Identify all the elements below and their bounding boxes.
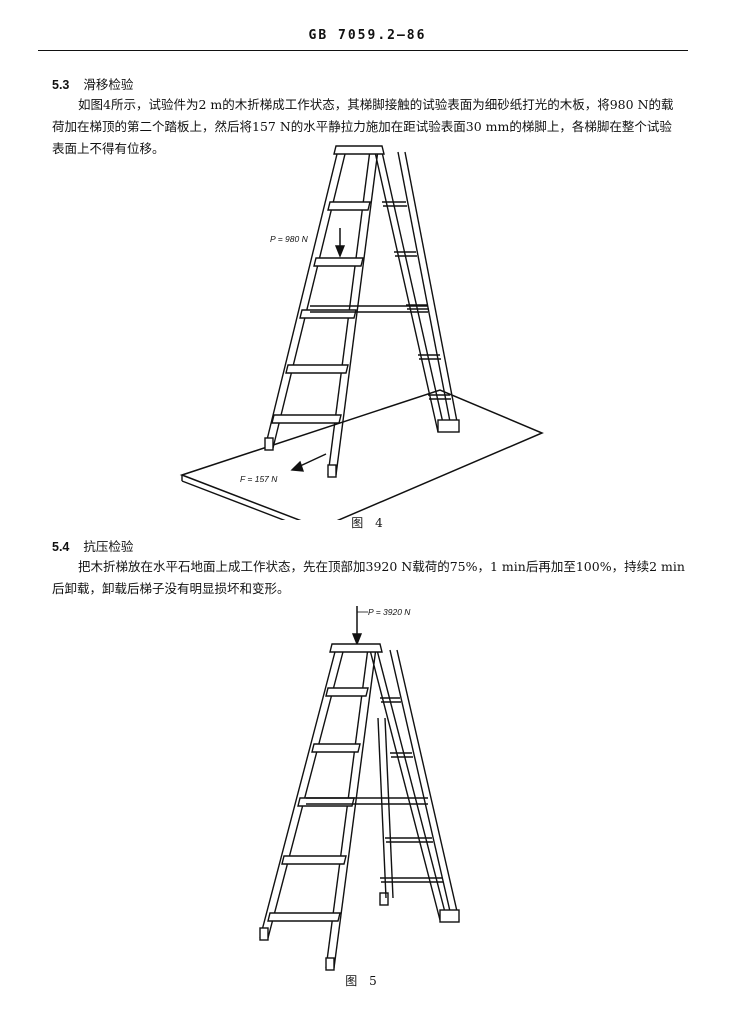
pull-arrow-f (290, 453, 327, 472)
ladder-back-section (374, 151, 460, 433)
section-5-4-number: 5.4 (52, 540, 70, 554)
ladder-front-section (259, 643, 428, 971)
figure-5: P = 3920 N (240, 598, 480, 982)
pull-label-f: F = 157 N (240, 474, 278, 484)
standard-code-header: GB 7059.2—86 (308, 28, 427, 43)
header-rule (38, 50, 688, 51)
figure-4-caption: 图 4 (351, 516, 387, 530)
section-5-4-title: 抗压检验 (83, 539, 134, 554)
load-arrow-p (334, 228, 346, 258)
figure-4: P = 980 N F = 157 N (170, 140, 560, 535)
section-5-3-title: 滑移检验 (83, 77, 134, 92)
load-arrow-p (351, 606, 368, 646)
figure-5-caption: 图 5 (345, 974, 381, 988)
load-label-p: P = 980 N (270, 234, 309, 244)
section-5-4-text: 把木折梯放在水平石地面上成工作状态，先在顶部加3920 N载荷的75%，1 mi… (52, 559, 685, 596)
section-5-3-heading: 5.3 滑移检验 (52, 74, 133, 93)
ladder-front-section (264, 145, 428, 478)
test-board (179, 389, 544, 529)
load-label-p: P = 3920 N (368, 607, 411, 617)
section-5-3-number: 5.3 (52, 78, 70, 92)
ladder-back-section (369, 649, 460, 923)
section-5-4-heading: 5.4 抗压检验 (52, 536, 133, 555)
section-5-3-text: 如图4所示，试验件为2 m的木折梯成工作状态，其梯脚接触的试验表面为细砂纸打光的… (52, 97, 674, 156)
